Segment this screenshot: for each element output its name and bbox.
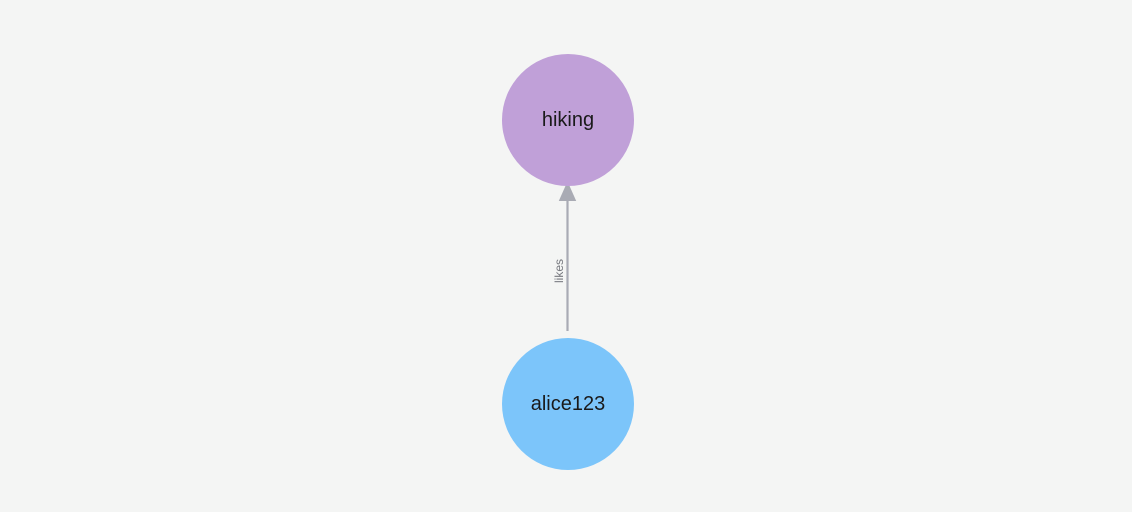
graph-node-label: alice123 bbox=[530, 393, 606, 415]
graph-node-alice123[interactable]: alice123 bbox=[502, 338, 634, 470]
graph-node-hiking[interactable]: hiking bbox=[502, 54, 634, 186]
edge-label-likes: likes bbox=[552, 258, 566, 283]
graph-node-label: hiking bbox=[541, 109, 595, 131]
